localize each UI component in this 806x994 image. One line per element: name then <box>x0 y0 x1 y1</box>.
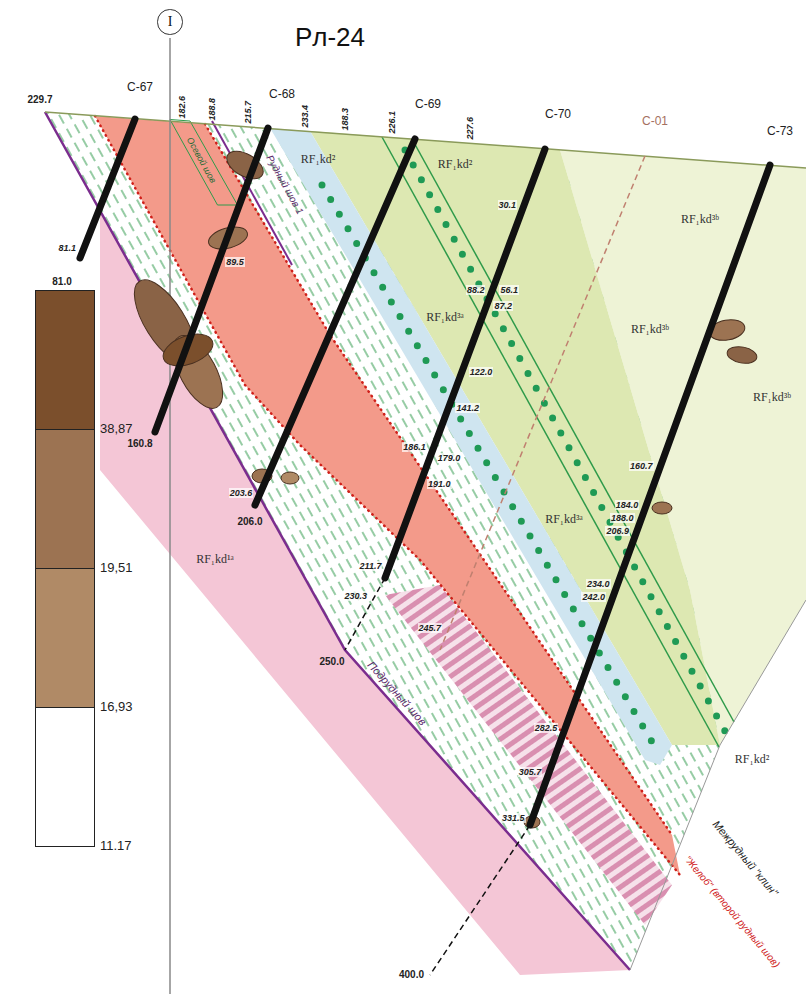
boreholes <box>80 119 770 825</box>
section-line <box>169 38 171 994</box>
depth-number: 234.0 <box>586 579 611 589</box>
ore-body <box>652 502 672 514</box>
depth-number: 305.7 <box>518 767 543 777</box>
elevation-number: 226.1 <box>387 111 397 134</box>
legend-value: 16,93 <box>100 700 133 715</box>
layer-index: RF₁kd³ᵃ <box>426 311 464 325</box>
layer-index: RF₁kd³ᵇ <box>753 391 791 405</box>
depth-number: 160.7 <box>629 461 654 471</box>
depth-number: 331.5 <box>501 813 526 823</box>
depth-number: 30.1 <box>498 200 518 210</box>
depth-number: 89.5 <box>225 257 245 267</box>
borehole <box>255 139 415 505</box>
borehole-extension <box>440 156 645 650</box>
contact-label: Подрудный шов <box>365 658 429 727</box>
borehole <box>155 128 268 432</box>
ore-body <box>726 345 758 366</box>
borehole-label: С-67 <box>127 81 153 95</box>
depth-number: 229.7 <box>27 94 52 106</box>
depth-number: 179.0 <box>437 453 462 463</box>
layer-index: RF₁kd³ᵃ <box>545 513 583 527</box>
borehole-extension <box>430 825 530 975</box>
borehole-label: С-01 <box>642 115 668 129</box>
elevation-number: 233.4 <box>300 105 310 128</box>
depth-number: 141.2 <box>455 403 480 413</box>
borehole <box>385 149 545 578</box>
dot-row <box>322 185 658 752</box>
elevation-number: 227.6 <box>465 117 475 140</box>
elevation-number: 188.8 <box>207 98 217 121</box>
borehole-label: С-70 <box>545 108 571 122</box>
depth-number: 400.0 <box>399 969 424 981</box>
depth-number: 250.0 <box>319 656 344 668</box>
depth-number: 282.5 <box>534 723 559 733</box>
schist-layer <box>45 112 806 970</box>
depth-number: 191.0 <box>427 479 452 489</box>
ore-bodies <box>123 145 759 828</box>
depth-number: 186.1 <box>402 442 427 452</box>
depth-number: 184.0 <box>615 500 640 510</box>
borehole <box>530 165 770 825</box>
red-contact <box>245 385 680 875</box>
section-edge <box>630 600 806 970</box>
depth-number: 203.6 <box>229 488 254 498</box>
legend-swatch <box>35 568 95 708</box>
depth-number: 242.0 <box>581 592 606 602</box>
contact-label: "Желоб" (второй рудный шов) <box>682 854 782 970</box>
layer-index: RF₁kd³ᵇ <box>681 213 719 227</box>
borehole-label: С-69 <box>415 98 441 112</box>
layer-index: RF₁kd² <box>438 158 472 172</box>
layer-index: RF₁kd¹ᵃ <box>196 553 234 567</box>
dot-row <box>405 150 726 733</box>
striped-layer <box>385 585 672 925</box>
ground-surface <box>45 112 806 168</box>
contact-label: Межрудный "клин" <box>710 818 781 899</box>
marker-number: I <box>168 14 173 29</box>
elevation-number: 188.3 <box>340 108 350 131</box>
borehole-label: С-73 <box>767 125 793 139</box>
red-contact <box>205 124 672 835</box>
depth-number: 211.7 <box>359 561 383 571</box>
contact-label: Рудный шов 1 <box>264 153 306 216</box>
legend-swatch <box>35 707 95 847</box>
depth-number: 81.0 <box>52 276 71 288</box>
legend-value: 38,87 <box>100 422 133 437</box>
legend-swatch <box>35 290 95 430</box>
depth-number: 56.1 <box>499 285 519 295</box>
borehole <box>80 119 135 258</box>
depth-number: 206.0 <box>237 516 262 528</box>
borehole-label: С-68 <box>269 88 295 102</box>
layer-index: RF₁kd² <box>301 153 335 167</box>
depth-number: 160.8 <box>127 438 152 450</box>
depth-number: 188.0 <box>610 513 635 523</box>
depth-number: 87.2 <box>493 301 513 311</box>
elevation-number: 182.6 <box>177 96 187 119</box>
borehole-extension <box>345 578 385 650</box>
section-marker: I <box>157 9 182 34</box>
legend-value: 19,51 <box>100 561 133 576</box>
depth-number: 88.2 <box>466 285 486 295</box>
layer-index: RF₁kd² <box>735 753 769 767</box>
ore-body <box>281 472 299 484</box>
depth-number: 230.3 <box>343 591 368 601</box>
contact-label: Осевой шов <box>184 135 218 184</box>
elevation-number: 215.7 <box>243 100 253 123</box>
green-contact <box>412 139 734 722</box>
layer-index: RF₁kd³ᵇ <box>631 323 669 337</box>
legend-value: 11.17 <box>100 839 132 854</box>
footwall-seam <box>45 112 630 970</box>
depth-number: 245.7 <box>418 623 443 633</box>
depth-number: 206.9 <box>605 526 630 536</box>
legend-swatch <box>35 429 95 569</box>
section-title: Рл-24 <box>295 23 365 53</box>
depth-number: 122.0 <box>469 367 494 377</box>
depth-number: 81.1 <box>57 243 77 253</box>
